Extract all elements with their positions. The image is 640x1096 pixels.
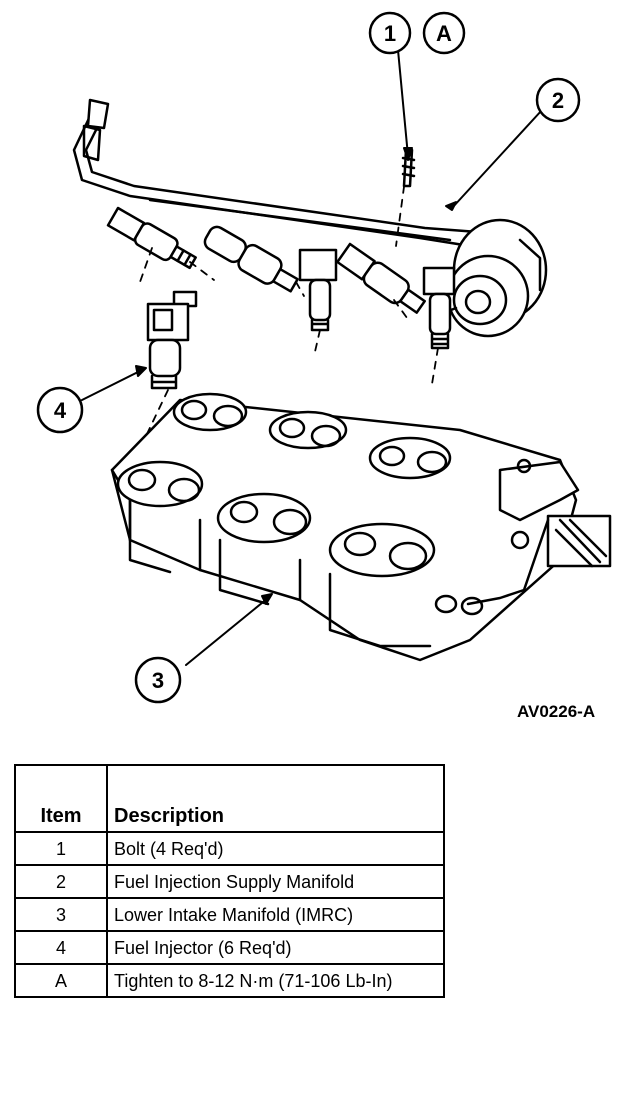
bolt-drawing [401, 148, 416, 188]
parts-table: Item Description 1 Bolt (4 Req'd) 2 Fuel… [14, 764, 445, 998]
description-cell: Fuel Injector (6 Req'd) [106, 930, 445, 965]
exploded-parts-diagram: 1 A 2 4 3 [36, 11, 612, 704]
item-cell: A [14, 963, 108, 998]
column-header-item: Item [14, 764, 108, 833]
description-cell: Tighten to 8-12 N·m (71-106 Lb-In) [106, 963, 445, 998]
fuel-supply-manifold-drawing [72, 98, 548, 338]
item-cell: 3 [14, 897, 108, 932]
leader-lines [81, 49, 543, 666]
callout-3-label: 3 [152, 668, 164, 693]
table-row: 1 Bolt (4 Req'd) [14, 831, 445, 866]
item-cell: 4 [14, 930, 108, 965]
description-cell: Bolt (4 Req'd) [106, 831, 445, 866]
table-row: 2 Fuel Injection Supply Manifold [14, 864, 445, 899]
description-cell: Lower Intake Manifold (IMRC) [106, 897, 445, 932]
centerlines [139, 171, 439, 385]
table-row: A Tighten to 8-12 N·m (71-106 Lb-In) [14, 963, 445, 998]
item-cell: 1 [14, 831, 108, 866]
callout-1: 1 [368, 11, 412, 55]
callout-4: 4 [36, 386, 84, 434]
callout-3: 3 [134, 656, 182, 704]
figure-code: AV0226-A [517, 702, 596, 721]
callout-a: A [422, 11, 466, 55]
callout-a-label: A [436, 21, 452, 46]
callout-4-label: 4 [54, 398, 67, 423]
lower-intake-manifold-drawing [110, 392, 612, 662]
loose-injector-drawing [146, 290, 198, 390]
table-row: 4 Fuel Injector (6 Req'd) [14, 930, 445, 965]
callout-2-label: 2 [552, 88, 564, 113]
description-cell: Fuel Injection Supply Manifold [106, 864, 445, 899]
callout-1-label: 1 [384, 21, 396, 46]
callout-2: 2 [535, 77, 581, 123]
item-cell: 2 [14, 864, 108, 899]
table-row: 3 Lower Intake Manifold (IMRC) [14, 897, 445, 932]
table-header-row: Item Description [14, 764, 445, 833]
column-header-description: Description [106, 764, 445, 833]
